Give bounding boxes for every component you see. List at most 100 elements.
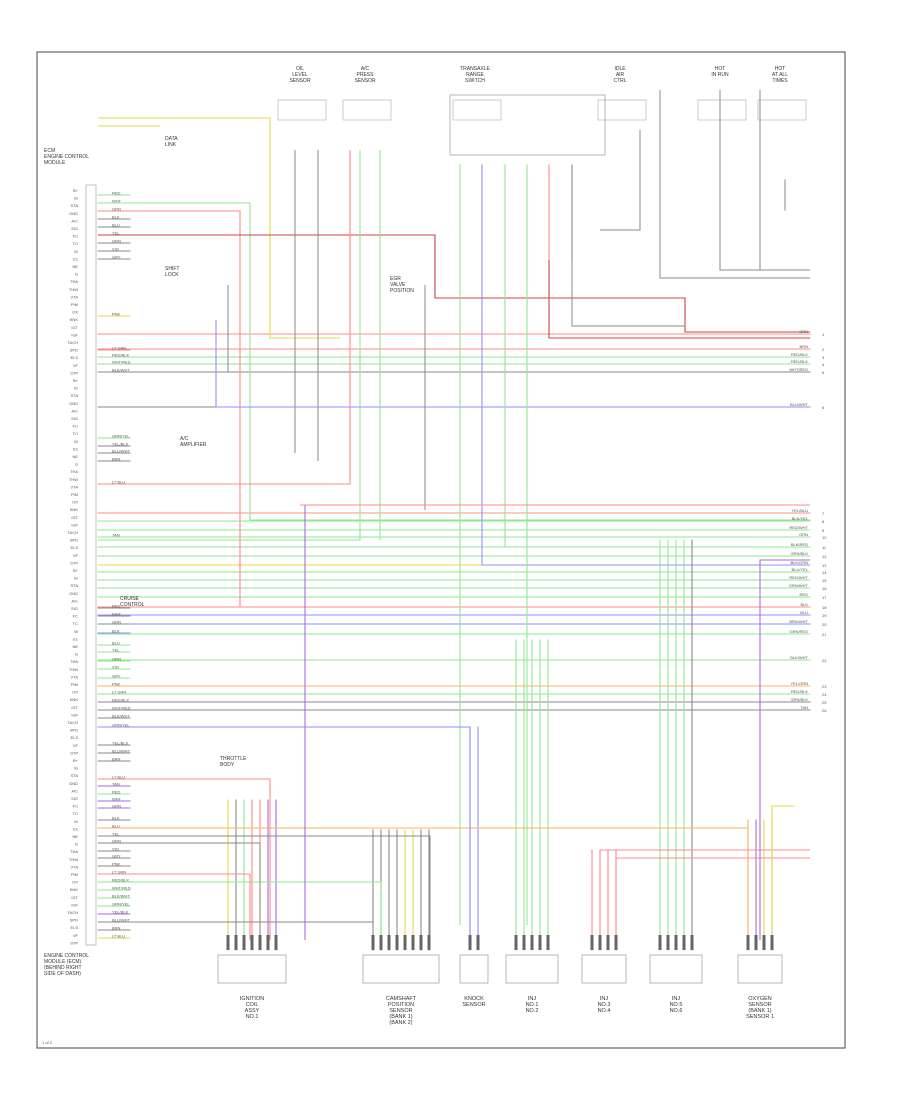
bottom-connector-body [459,954,489,984]
connector-pin [522,935,526,950]
mid-note-label: A/C [180,436,189,442]
ecm-pin-label: VTA [71,294,79,299]
ecm-pin-label: STP [70,940,78,945]
connector-pin [614,935,618,950]
ecm-wire-label: GRY [112,255,121,260]
connector-pin [606,935,610,950]
ecm-pin-label: TC [73,811,78,816]
ecm-pin-label: B+ [73,758,79,763]
ecm-wire-label: VIO [112,247,119,252]
right-wire-number: 18 [822,605,827,610]
bottom-module-label: (BANK 1) [748,1008,771,1014]
ecm-pin-label: A/C [71,788,78,793]
ecm-pin-label: A/C [71,408,78,413]
ecm-wire-label: LT GRN [112,690,126,695]
right-wire-label: RED/WHT [789,525,808,530]
ecm-bottom-label: MODULE (ECM) [44,959,82,965]
ecm-pin-label: THW [69,857,78,862]
ecm-wire-label: PNK [112,862,121,867]
routed-wire [98,150,351,485]
ecm-wire-label: RED/BLK [112,353,129,358]
ecm-wire-label: TAN [112,533,120,538]
ecm-pin-label: OX [72,690,78,695]
right-wire-label: BLK/WHT [790,655,808,660]
ecm-pin-label: VTA [71,484,79,489]
bottom-module-label: INJ [600,996,609,1002]
ecm-pin-label: THA [70,849,78,854]
mid-note-label: DATA [165,136,178,142]
ecm-pin-label: IGT [71,325,78,330]
bottom-wire [98,835,431,940]
ecm-wire-label: RED [112,790,121,795]
ecm-pin-label: E1 [73,636,79,641]
ecm-wire-label: YEL/BLK [112,442,129,447]
ecm-wire-label: VIO [112,665,119,670]
connector-pin [530,935,534,950]
connector-pin [690,935,694,950]
bottom-module-label: NO.4 [598,1008,611,1014]
mid-note-label: BODY [220,762,235,768]
ecm-wire-label: RED [112,604,121,609]
ecm-pin-label: STA [71,203,79,208]
top-module-label: LEVEL [292,72,308,78]
top-module-label: HOT [775,66,786,72]
ecm-pin-label: VF [73,553,79,558]
top-module-box [757,99,807,121]
ecm-wire-label: GRN/YEL [112,434,130,439]
power-wire [600,130,641,231]
ecm-wire-label: LT GRN [112,870,126,875]
ecm-pin-label: SIG [71,796,78,801]
ecm-pin-label: PIM [71,302,78,307]
mid-note-label: VALVE [390,282,406,288]
ecm-pin-label: W [74,629,78,634]
top-module-label: TRANSAXLE [460,66,490,72]
bottom-module-label: NO.1 [246,1014,259,1020]
ecm-bottom-label: ENGINE CONTROL [44,953,89,959]
ecm-pin-label: G [75,272,78,277]
ecm-pin-label: GND [69,401,78,406]
right-wire-label: BLU/WHT [790,402,809,407]
transaxle-wire [504,260,810,548]
connector-pin [258,935,262,950]
ecm-pin-label: NE [72,644,78,649]
right-wire-number: 24 [822,692,827,697]
mid-note-label: THROTTLE [220,756,247,762]
ecm-pin-label: IGT [71,705,78,710]
right-wire-number: 25 [822,700,827,705]
ecm-wire-label: ORN [112,657,121,662]
right-wire-number: 11 [822,545,827,550]
right-wire-label: RED/WHT [789,575,808,580]
top-module-label: AT ALL [772,72,788,78]
right-wire-label: GRN/BLK [790,551,808,556]
connector-pin [379,935,383,950]
top-module-label: PRESS [357,72,375,78]
ecm-pin-label: IG [74,766,78,771]
ecm-pin-label: GND [69,781,78,786]
connector-pin [598,935,602,950]
ecm-pin-label: E1 [73,446,79,451]
ecm-wire-label: BLK/WHT [112,368,130,373]
bottom-connector-body [581,954,627,984]
ecm-pin-label: FC [73,804,78,809]
connector-pin [242,935,246,950]
bottom-wire [98,881,382,940]
top-module-label: SWITCH [465,78,485,84]
ecm-wire-label: GRN [112,207,121,212]
top-module-box [697,99,747,121]
ecm-wire-label: TAN [112,782,120,787]
ecm-wire-label: BLK [112,215,120,220]
routed-wire [98,202,810,521]
ecm-pin-label: STP [70,370,78,375]
ecm-wire-label: BLK/WHT [112,714,130,719]
ecm-wire-label: LT BLU [112,775,125,780]
ecm-pin-label: IG [74,386,78,391]
ecm-pin-label: THW [69,667,78,672]
ecm-wire-label: ORN [112,239,121,244]
right-wire-number: 10 [822,535,827,540]
ecm-pin-label: TC [73,241,78,246]
connector-pin [250,935,254,950]
connector-pin [682,935,686,950]
ecm-wire-label: BRN [112,757,121,762]
